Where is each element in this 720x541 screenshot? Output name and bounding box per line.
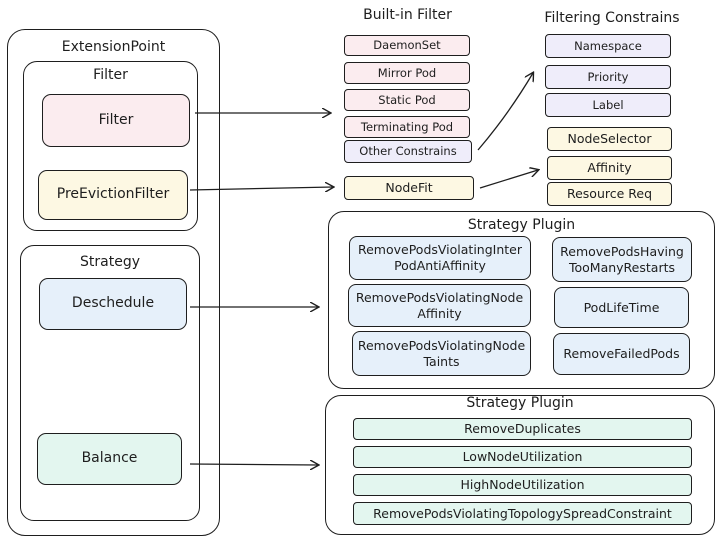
plugin-line: RemovePodsViolatingInter <box>357 242 522 258</box>
filter-group-title: Filter <box>93 67 128 83</box>
filtering-constrains-title: Filtering Constrains <box>544 10 680 26</box>
balance-plugin: LowNodeUtilization <box>353 446 692 468</box>
plugin-line: RemovePodsHaving <box>560 243 684 259</box>
deschedule-plugin: RemovePodsHaving TooManyRestarts <box>552 237 692 282</box>
balance-plugin: RemovePodsViolatingTopologySpreadConstra… <box>353 502 692 525</box>
constrain-item: Namespace <box>545 34 671 58</box>
constrain-item: Priority <box>545 65 671 89</box>
deschedule-plugin: RemovePodsViolatingInter PodAntiAffinity <box>349 236 531 280</box>
deschedule-box: Deschedule <box>39 278 187 330</box>
node-constrain-item: NodeSelector <box>547 127 672 151</box>
node-constrain-item: Resource Req <box>547 182 672 206</box>
plugin-line: RemoveFailedPods <box>563 346 680 362</box>
balance-plugins-frame <box>325 395 715 535</box>
builtin-filter-item: Terminating Pod <box>344 116 470 138</box>
deschedule-plugin: RemovePodsViolatingNode Affinity <box>348 284 531 327</box>
balance-plugin: RemoveDuplicates <box>353 418 692 440</box>
deschedule-plugin: PodLifeTime <box>554 287 689 328</box>
deschedule-plugins-frame <box>328 211 715 389</box>
filter-group-frame <box>23 61 198 231</box>
strategy-group-frame <box>20 245 200 521</box>
extension-point-frame <box>7 29 220 536</box>
balance-box: Balance <box>37 433 182 485</box>
plugin-line: RemovePodsViolatingNode <box>357 337 526 353</box>
plugin-line: PodAntiAffinity <box>394 258 486 273</box>
balance-plugins-title: Strategy Plugin <box>466 395 574 411</box>
builtin-filter-title: Built-in Filter <box>363 7 452 23</box>
constrain-item: Label <box>545 93 671 117</box>
node-constrain-item: Affinity <box>547 156 672 180</box>
plugin-line: Taints <box>423 353 460 369</box>
builtin-filter-item: Other Constrains <box>344 140 472 163</box>
deschedule-plugin: RemovePodsViolatingNode Taints <box>352 331 531 376</box>
builtin-filter-item: DaemonSet <box>344 35 470 56</box>
nodefit-box: NodeFit <box>344 176 474 200</box>
deschedule-plugin: RemoveFailedPods <box>553 333 690 375</box>
builtin-filter-item: Mirror Pod <box>344 62 470 84</box>
plugin-line: RemovePodsViolatingNode <box>355 289 524 305</box>
balance-plugin: HighNodeUtilization <box>353 474 692 496</box>
pre-eviction-filter-box: PreEvictionFilter <box>38 170 188 220</box>
plugin-line: PodLifeTime <box>583 299 660 315</box>
filter-box: Filter <box>42 94 190 147</box>
deschedule-plugins-title: Strategy Plugin <box>467 217 576 233</box>
plugin-line: Affinity <box>417 305 462 321</box>
arrow-nodefit-to-node <box>479 170 538 189</box>
extension-point-title: ExtensionPoint <box>61 39 166 55</box>
plugin-line: TooManyRestarts <box>568 259 675 275</box>
strategy-group-title: Strategy <box>80 254 140 270</box>
builtin-filter-item: Static Pod <box>344 89 470 111</box>
arrow-other-to-constrains <box>477 73 533 151</box>
